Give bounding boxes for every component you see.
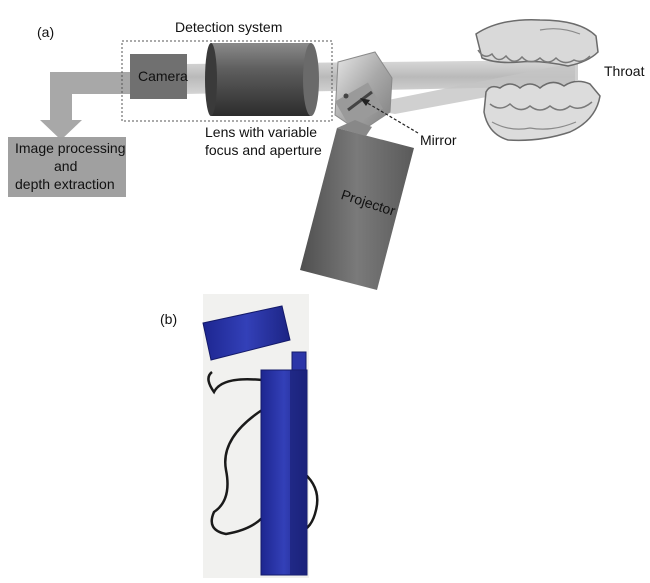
processing-line3: depth extraction	[15, 176, 115, 192]
mirror-pointer	[363, 100, 419, 134]
processing-line2: and	[54, 158, 77, 174]
panel-a-tag: (a)	[37, 24, 54, 40]
output-arrow	[40, 72, 132, 140]
camera-block	[130, 54, 187, 99]
teeth-model	[475, 19, 601, 142]
mirror-housing	[334, 51, 393, 133]
image-processing-box	[8, 137, 126, 197]
lens-label-line1: Lens with variable	[205, 124, 317, 140]
projection-beam	[360, 62, 578, 114]
camera-label: Camera	[138, 68, 188, 84]
mirror-pointer-head	[360, 98, 370, 106]
detection-system-box	[121, 40, 333, 122]
device-body	[202, 305, 308, 576]
detection-system-label: Detection system	[175, 19, 282, 35]
lens-label-line2: focus and aperture	[205, 142, 322, 158]
lens-cylinder	[205, 43, 319, 116]
processing-line1: Image processing	[15, 140, 126, 156]
throat-label: Throat	[604, 63, 645, 79]
projector-block	[300, 120, 414, 290]
panel-b-tag: (b)	[160, 311, 177, 327]
mirror-label: Mirror	[420, 132, 457, 148]
